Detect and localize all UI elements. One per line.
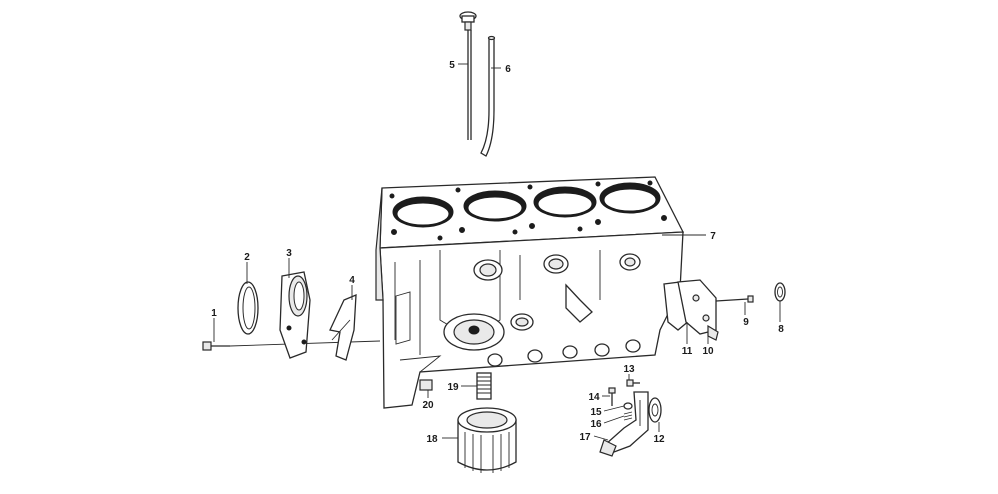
part-3-seal-retainer[interactable] [279, 271, 311, 359]
callout-12: 12 [653, 434, 665, 445]
part-8-ring[interactable] [774, 282, 786, 302]
callout-9: 9 [743, 317, 749, 328]
callout-18: 18 [426, 434, 438, 445]
part-9-bolt[interactable] [715, 295, 754, 303]
callout-2: 2 [244, 252, 250, 263]
part-18-oil-filter[interactable] [457, 407, 517, 473]
callout-19: 19 [447, 382, 459, 393]
part-16-spring[interactable] [623, 411, 633, 421]
part-15-washer[interactable] [623, 402, 633, 410]
callout-16: 16 [590, 419, 602, 430]
part-6-dipstick-tube[interactable] [480, 35, 496, 157]
part-7-cylinder-block[interactable] [375, 176, 685, 409]
callout-1: 1 [211, 308, 217, 319]
part-2-oil-seal[interactable] [237, 281, 259, 335]
part-20-plug[interactable] [419, 379, 433, 391]
part-14-bolt[interactable] [608, 387, 616, 406]
part-19-threaded-nipple[interactable] [476, 372, 492, 400]
callout-6: 6 [505, 64, 511, 75]
part-17-pickup-tube[interactable] [599, 391, 649, 457]
part-12-gasket[interactable] [648, 397, 662, 423]
part-10-cover[interactable] [677, 279, 719, 341]
part-4-gasket[interactable] [329, 294, 357, 361]
part-11-gasket[interactable] [663, 281, 691, 331]
callout-14: 14 [588, 392, 600, 403]
callout-13: 13 [623, 364, 635, 375]
callout-7: 7 [710, 231, 716, 242]
callout-17: 17 [579, 432, 591, 443]
callout-4: 4 [349, 275, 355, 286]
callout-8: 8 [778, 324, 784, 335]
callout-11: 11 [682, 346, 693, 357]
callout-5: 5 [449, 60, 455, 71]
callout-3: 3 [286, 248, 292, 259]
callout-15: 15 [590, 407, 602, 418]
callout-leaders [213, 63, 781, 441]
callout-20: 20 [422, 400, 434, 411]
callout-labels: 1 2 3 4 5 6 7 8 9 10 11 12 13 14 15 16 1… [211, 60, 784, 445]
callout-10: 10 [702, 346, 714, 357]
part-13-bolt[interactable] [626, 379, 640, 387]
part-5-dipstick[interactable] [459, 11, 477, 140]
